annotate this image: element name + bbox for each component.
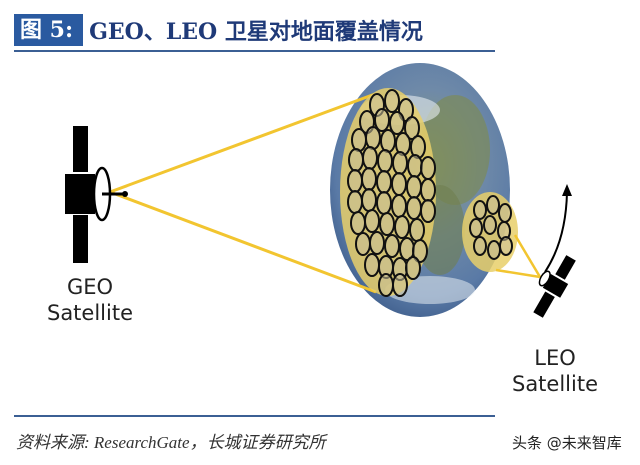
geo-coverage-footprint	[340, 88, 436, 297]
leo-coverage-footprint	[462, 192, 518, 272]
geo-label-line1: GEO	[66, 275, 114, 299]
leo-beam-lines	[495, 234, 542, 279]
figure-title-row: 图 5: GEO、LEO 卫星对地面覆盖情况	[14, 14, 423, 46]
geo-beam-lines	[109, 92, 377, 294]
geo-label-line2: Satellite	[46, 301, 133, 325]
leo-label-line2: Satellite	[511, 372, 598, 396]
watermark: 头条 @未来智库	[512, 434, 622, 452]
source-caption: 资料来源: ResearchGate，长城证券研究所	[16, 433, 326, 452]
orbit-direction-arrow-icon	[544, 184, 572, 273]
geo-satellite-label: GEO Satellite	[40, 274, 140, 326]
figure-title: GEO、LEO 卫星对地面覆盖情况	[89, 19, 423, 45]
leo-satellite-icon	[533, 255, 576, 318]
coverage-diagram: GEO Satellite LEO Satellite	[0, 55, 640, 410]
geo-satellite-icon	[65, 126, 128, 263]
figure-label: 图 5:	[14, 14, 84, 46]
top-divider	[14, 50, 495, 52]
leo-label-line1: LEO	[534, 346, 576, 370]
bottom-divider	[14, 415, 495, 417]
leo-satellite-label: LEO Satellite	[500, 345, 610, 397]
